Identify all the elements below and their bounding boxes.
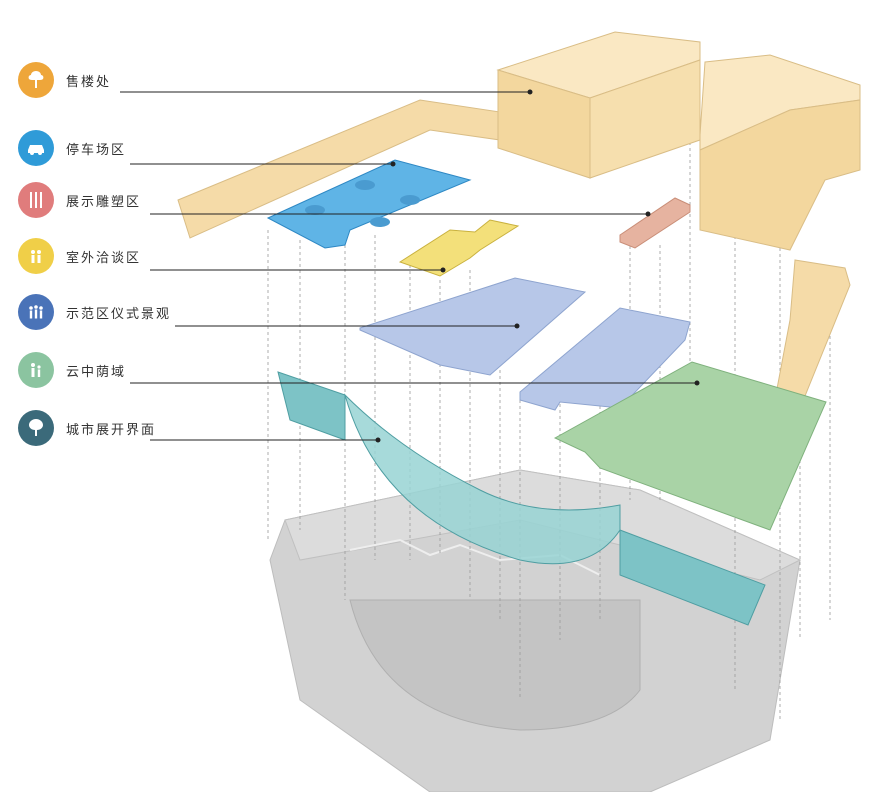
car-mark xyxy=(305,205,325,215)
sales-office-buildings xyxy=(177,31,861,471)
legend-label: 示范区仪式景观 xyxy=(66,306,172,322)
legend-item-city-interface: 城市展开界面 xyxy=(18,408,156,448)
parking-slab xyxy=(266,159,472,249)
legend-item-outdoor-talk: 室外洽谈区 xyxy=(18,236,141,276)
legend-label: 云中荫域 xyxy=(66,364,127,380)
people-group-icon xyxy=(18,294,54,330)
ground-semicircle xyxy=(349,599,641,731)
leader-lines xyxy=(120,91,697,441)
sculpture-slab xyxy=(619,197,691,249)
big-tree-icon xyxy=(18,410,54,446)
cloud-shade-slab xyxy=(553,361,827,531)
parking-layer xyxy=(266,159,472,249)
people-icon xyxy=(18,238,54,274)
glass-left-wall xyxy=(277,371,346,441)
legend-label: 城市展开界面 xyxy=(66,422,157,438)
legend-item-sculpture: 展示雕塑区 xyxy=(18,180,141,220)
legend-item-cloud-shade: 云中荫域 xyxy=(18,350,126,390)
legend-label: 室外洽谈区 xyxy=(66,250,142,266)
legend-label: 展示雕塑区 xyxy=(66,194,142,210)
sculpture-icon xyxy=(18,182,54,218)
legend-label: 停车场区 xyxy=(66,142,127,158)
legend-item-sales-office: 售楼处 xyxy=(18,60,111,100)
family-icon xyxy=(18,352,54,388)
legend-item-parking: 停车场区 xyxy=(18,128,126,168)
legend-label: 售楼处 xyxy=(66,74,112,90)
building-right-front xyxy=(699,99,861,251)
glass-right-wall xyxy=(619,529,766,626)
leader-dots xyxy=(375,89,700,443)
tree-icon xyxy=(18,62,54,98)
car-mark xyxy=(355,180,375,190)
car-icon xyxy=(18,130,54,166)
legend-item-ceremony: 示范区仪式景观 xyxy=(18,292,171,332)
car-mark xyxy=(370,217,390,227)
car-mark xyxy=(400,195,420,205)
city-interface-layer xyxy=(277,371,766,626)
outdoor-talk-slab xyxy=(398,219,520,277)
